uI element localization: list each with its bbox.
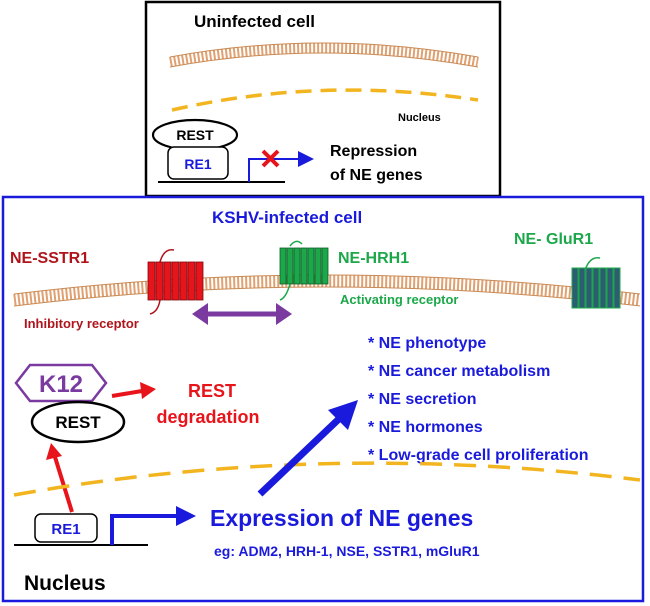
k12-hexagon — [14, 363, 108, 403]
rest-degradation-line2: degradation — [156, 407, 259, 427]
expression-label: Expression of NE genes — [210, 505, 473, 531]
hrh1-receptor-icon — [279, 240, 329, 301]
repression-line2: of NE genes — [330, 167, 423, 184]
expression-arrow — [110, 506, 196, 545]
uninfected-membrane-outer — [169, 42, 479, 58]
k12-label: K12 — [39, 371, 83, 398]
re1-to-rest-arrow — [46, 443, 74, 513]
degradation-arrow — [111, 382, 156, 399]
infected-re1-label: RE1 — [51, 521, 80, 538]
examples-label: eg: ADM2, HRH-1, NSE, SSTR1, mGluR1 — [214, 543, 480, 559]
inhibitory-receptor-label: Inhibitory receptor — [24, 316, 139, 331]
sstr1-label: NE-SSTR1 — [10, 250, 89, 267]
uninfected-re1-box — [167, 146, 229, 180]
phenotype-item: * NE phenotype — [368, 335, 486, 352]
phenotype-item: * NE hormones — [368, 419, 483, 436]
purple-double-arrow — [192, 303, 292, 325]
glur1-label: NE- GluR1 — [514, 231, 593, 248]
uninfected-membrane — [169, 43, 479, 67]
infected-re1-box — [34, 513, 98, 543]
activating-receptor-label: Activating receptor — [340, 292, 458, 307]
infected-nucleus-label: Nucleus — [24, 572, 106, 595]
repression-line1: Repression — [330, 143, 417, 160]
uninfected-rest-label: REST — [176, 127, 214, 143]
phenotype-item: * Low-grade cell proliferation — [368, 447, 588, 464]
uninfected-title: Uninfected cell — [194, 12, 315, 31]
infected-title: KSHV-infected cell — [212, 208, 362, 227]
infected-rest-label: REST — [55, 413, 101, 432]
uninfected-nuclear-envelope — [171, 88, 479, 112]
sstr1-receptor-icon — [147, 249, 204, 315]
uninfected-promoter-arrow — [248, 151, 314, 182]
phenotype-item: * NE cancer metabolism — [368, 363, 550, 380]
uninfected-membrane-inner — [169, 52, 479, 68]
uninfected-nucleus-label: Nucleus — [398, 112, 441, 124]
uninfected-cell-panel: Uninfected cell Nucleus REST RE1 Repress… — [144, 0, 502, 198]
infected-rest-oval — [30, 400, 126, 444]
hrh1-label: NE-HRH1 — [338, 250, 409, 267]
infected-cell-panel: KSHV-infected cell NE-SSTR1 Inhibitory r… — [1, 195, 645, 603]
repression-x-icon — [261, 149, 280, 168]
phenotype-item: * NE secretion — [368, 391, 476, 408]
glur1-receptor-icon — [571, 257, 621, 309]
expression-to-phenotype-arrow — [257, 400, 358, 497]
rest-degradation-line1: REST — [188, 381, 236, 401]
uninfected-re1-label: RE1 — [184, 156, 211, 172]
phenotype-list: * NE phenotype * NE cancer metabolism * … — [368, 335, 588, 464]
infected-nuclear-envelope — [13, 461, 641, 497]
